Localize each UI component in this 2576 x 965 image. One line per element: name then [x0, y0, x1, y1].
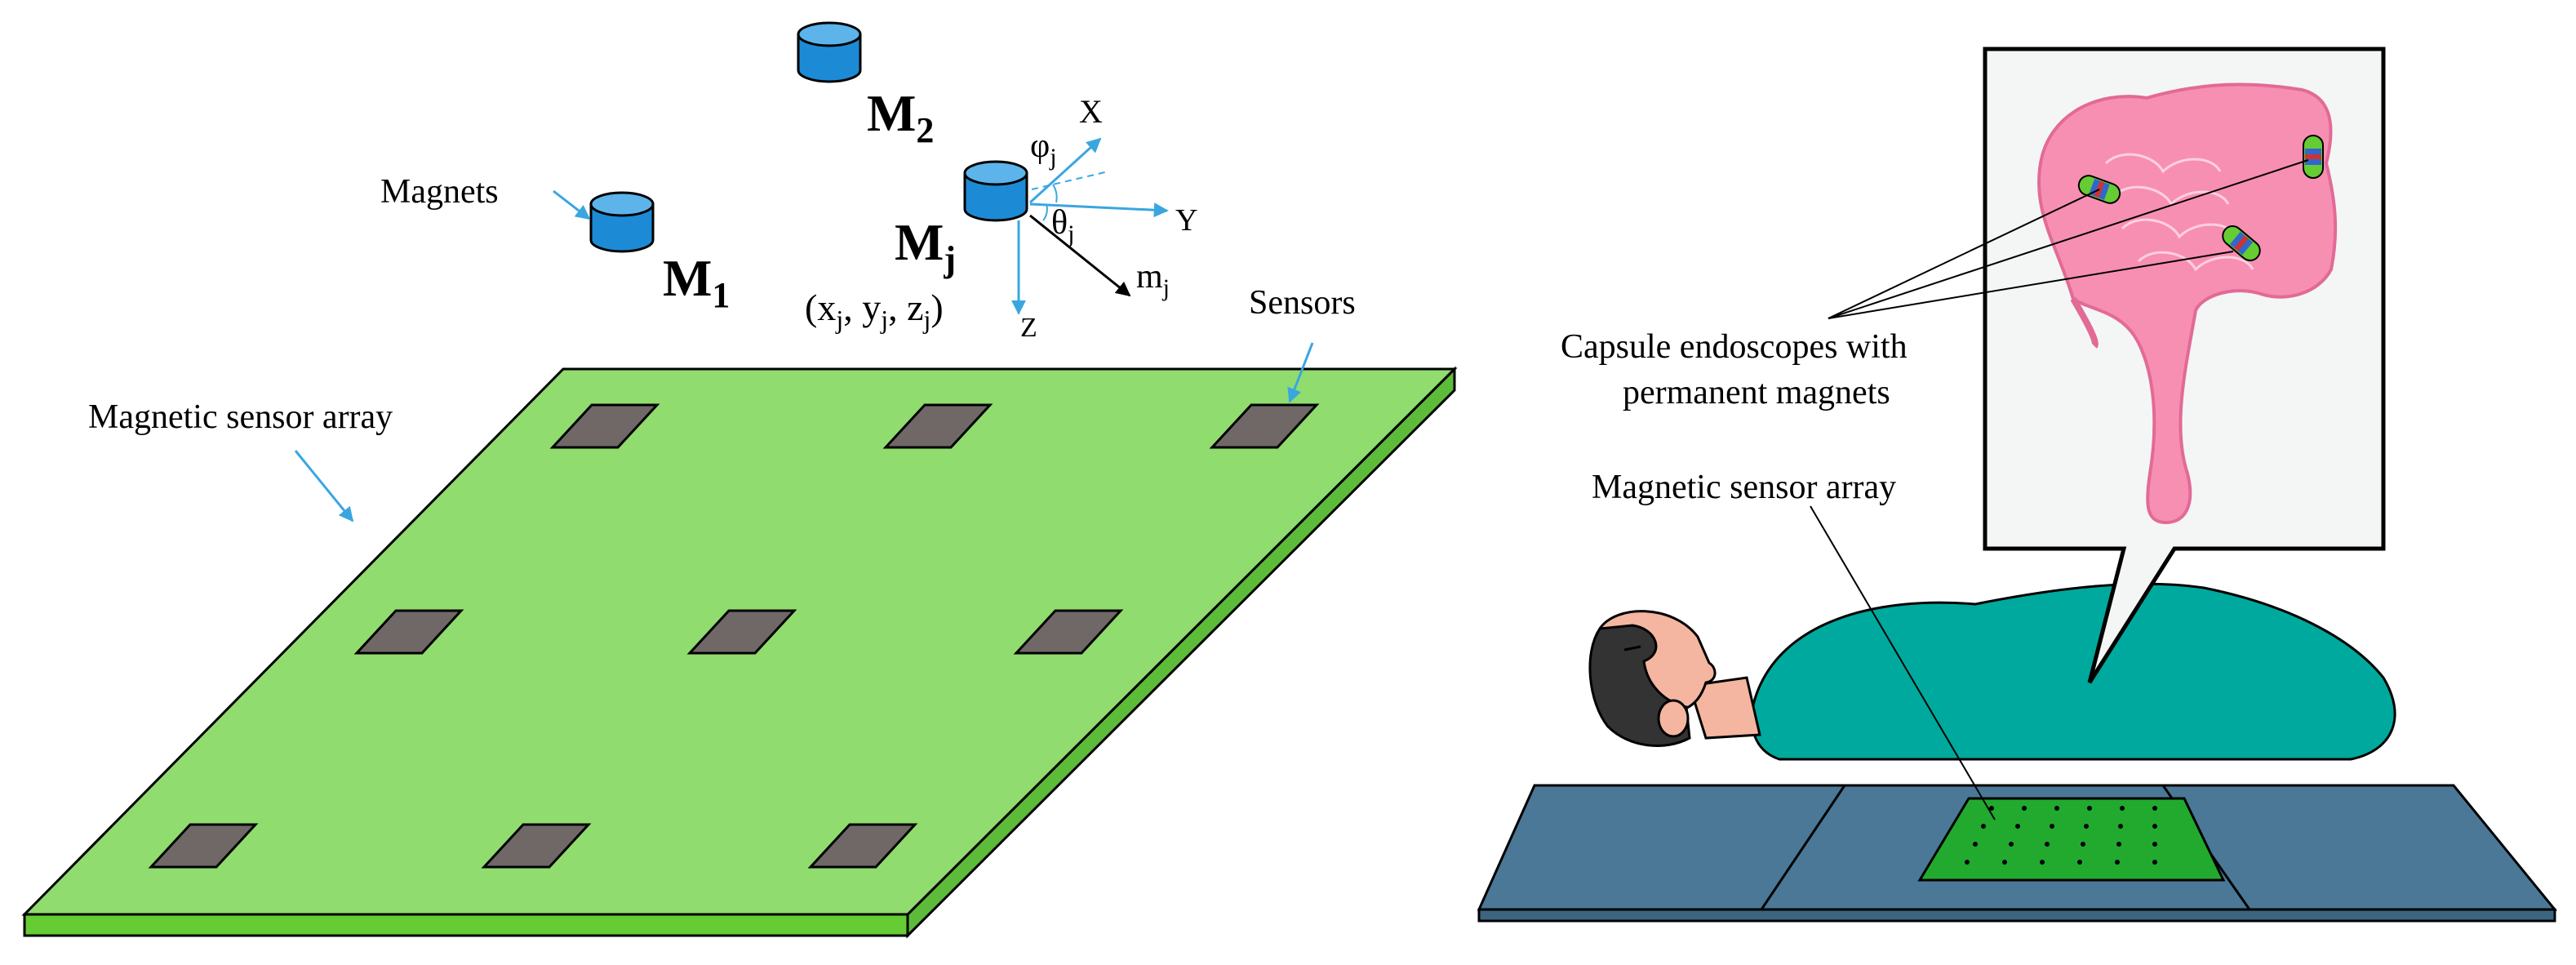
array-leader-line: [1810, 505, 1996, 820]
phi-arc: [1052, 184, 1058, 203]
magnet-m2-label: M2: [867, 84, 934, 150]
y-axis-label: Y: [1175, 203, 1197, 238]
patient: [1588, 582, 2396, 761]
sensors-label: Sensors: [1249, 284, 1356, 322]
capsule-leader-lines: [1828, 159, 2309, 319]
sensor-chip: [549, 403, 660, 449]
sensor-chip: [353, 609, 464, 655]
magnet-m1-label: M1: [663, 249, 730, 315]
sensors-pointer-arrow: [1287, 342, 1314, 403]
theta-arc: [1042, 203, 1048, 221]
magnet-mj-icon: [963, 160, 1028, 222]
bed-sensor-array-label: Magnetic sensor array: [1592, 469, 1896, 506]
x-axis-arrow: [1028, 137, 1102, 204]
sensor-chips: [148, 403, 1320, 869]
x-axis-label: X: [1079, 93, 1103, 130]
coordinate-frame: [1011, 137, 1169, 315]
ear: [1657, 699, 1690, 738]
y-axis-arrow: [1029, 202, 1169, 218]
magnet-mj-label: Mj: [895, 213, 956, 279]
capsule-label-line1: Capsule endoscopes with: [1561, 328, 1908, 366]
bed-sensor-array: [1917, 797, 2226, 882]
sensor-chip: [1013, 609, 1124, 655]
theta-label: θj: [1051, 204, 1074, 247]
phi-label: φj: [1030, 127, 1057, 171]
z-axis-label: Z: [1020, 313, 1037, 343]
capsule-icon-2: [2303, 135, 2324, 179]
magnet-m2-icon: [797, 21, 862, 83]
sensor-array-label: Magnetic sensor array: [88, 398, 393, 436]
magnet-m1-icon: [589, 191, 655, 253]
sensor-chip: [481, 823, 592, 869]
blanket: [1750, 582, 2396, 761]
eye: [1623, 645, 1641, 651]
sensor-chip: [686, 609, 797, 655]
position-coords-label: (xj, yj, zj): [805, 287, 944, 334]
array-pointer-arrow: [294, 450, 354, 523]
sensor-chip: [148, 823, 259, 869]
sensor-chip: [882, 403, 993, 449]
capsule-label-line2: permanent magnets: [1623, 374, 1890, 411]
magnets-label: Magnets: [380, 173, 499, 211]
magnets-pointer-arrow: [553, 189, 591, 220]
moment-label: mj: [1136, 258, 1170, 301]
sensor-chip: [807, 823, 918, 869]
neck: [1688, 676, 1761, 740]
projection-line: [1031, 171, 1109, 190]
sensor-chip: [1209, 403, 1320, 449]
moment-arrow: [1029, 214, 1131, 297]
